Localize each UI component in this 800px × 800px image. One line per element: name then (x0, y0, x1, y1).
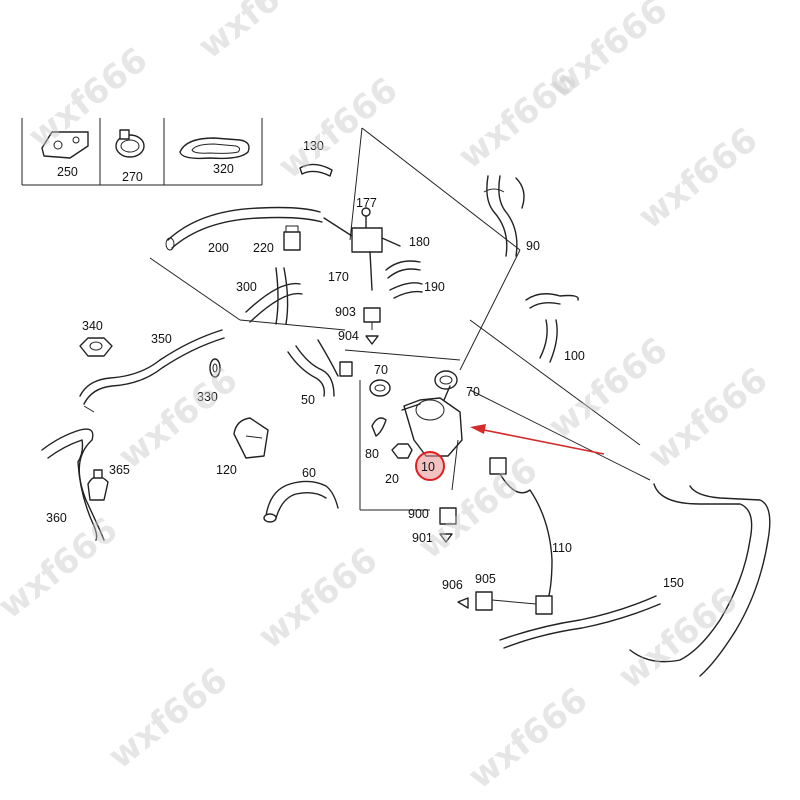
watermark-text: wxf666 (461, 680, 595, 797)
watermark-text: wxf666 (251, 540, 385, 657)
watermark-text: wxf666 (611, 580, 745, 697)
label-340: 340 (82, 319, 103, 333)
label-905: 905 (475, 572, 496, 586)
gasket-250-icon (41, 131, 89, 159)
label-906: 906 (442, 578, 463, 592)
clip-220-icon (283, 225, 301, 251)
nut-20-icon (391, 443, 413, 459)
legend-box-group (21, 118, 263, 186)
pointer-arrow (470, 424, 605, 455)
pump-10-icon (401, 385, 463, 491)
watermark-text: wxf666 (111, 360, 245, 477)
label-110: 110 (552, 541, 572, 555)
label-900: 900 (408, 507, 429, 521)
watermark-text: wxf666 (631, 120, 765, 237)
watermark: wxf666 wxf666 wxf666 wxf666 wxf666 wxf66… (0, 0, 775, 797)
label-50: 50 (301, 393, 315, 407)
watermark-text: wxf666 (271, 70, 405, 187)
label-170: 170 (328, 270, 349, 284)
label-360: 360 (46, 511, 67, 525)
label-300: 300 (236, 280, 257, 294)
connector-905-icon (475, 591, 537, 611)
leader-lines (149, 127, 651, 511)
label-903: 903 (335, 305, 356, 319)
seal-320-icon (179, 137, 250, 160)
label-70b: 70 (466, 385, 480, 399)
label-100: 100 (564, 349, 585, 363)
label-904: 904 (338, 329, 359, 343)
hose-200 (165, 206, 323, 251)
clip-365-icon (87, 469, 109, 501)
hose-180-190 (385, 260, 423, 299)
label-901: 901 (412, 531, 433, 545)
label-60: 60 (302, 466, 316, 480)
label-190: 190 (424, 280, 445, 294)
nut-340-icon (79, 337, 113, 357)
hose-50 (287, 339, 353, 397)
watermark-text: wxf666 (191, 0, 325, 67)
label-180: 180 (409, 235, 430, 249)
label-70a: 70 (374, 363, 388, 377)
label-270: 270 (122, 170, 143, 184)
label-365: 365 (109, 463, 130, 477)
label-80: 80 (365, 447, 379, 461)
label-20: 20 (385, 472, 399, 486)
clamp-70a-icon (369, 379, 391, 397)
clamp-270-icon (115, 129, 145, 158)
watermark-text: wxf666 (541, 0, 675, 107)
label-220: 220 (253, 241, 274, 255)
label-120: 120 (216, 463, 237, 477)
pin-901-icon (439, 533, 453, 543)
hose-100 (525, 293, 579, 363)
label-200: 200 (208, 241, 229, 255)
pin-906-icon (457, 597, 469, 609)
hose-90 (483, 175, 525, 257)
label-350: 350 (151, 332, 172, 346)
washer-330-icon (209, 358, 221, 378)
clip-130-icon (299, 163, 333, 177)
watermark-text: wxf666 (541, 330, 675, 447)
harness-150 (499, 483, 771, 677)
watermark-text: wxf666 (0, 510, 125, 627)
connector-903-icon (363, 307, 381, 330)
pin-904-icon (365, 335, 379, 345)
clamp-70b-icon (434, 370, 458, 390)
label-130: 130 (303, 139, 324, 153)
bracket-120-icon (233, 417, 269, 459)
seal-80-icon (371, 417, 387, 437)
label-10: 10 (421, 460, 435, 474)
label-150: 150 (663, 576, 684, 590)
watermark-text: wxf666 (101, 660, 235, 777)
hose-350 (79, 329, 225, 413)
valve-170-icon (323, 207, 401, 291)
highlight-circle (415, 451, 445, 481)
label-90: 90 (526, 239, 540, 253)
connector-900-icon (439, 507, 457, 525)
cable-110 (489, 457, 553, 615)
watermark-text: wxf666 (641, 360, 775, 477)
hose-60 (263, 480, 339, 523)
label-170a: 177 (356, 196, 377, 210)
label-330: 330 (197, 390, 218, 404)
label-250: 250 (57, 165, 78, 179)
hose-360 (41, 428, 105, 541)
hose-300 (245, 267, 303, 325)
label-320: 320 (213, 162, 234, 176)
